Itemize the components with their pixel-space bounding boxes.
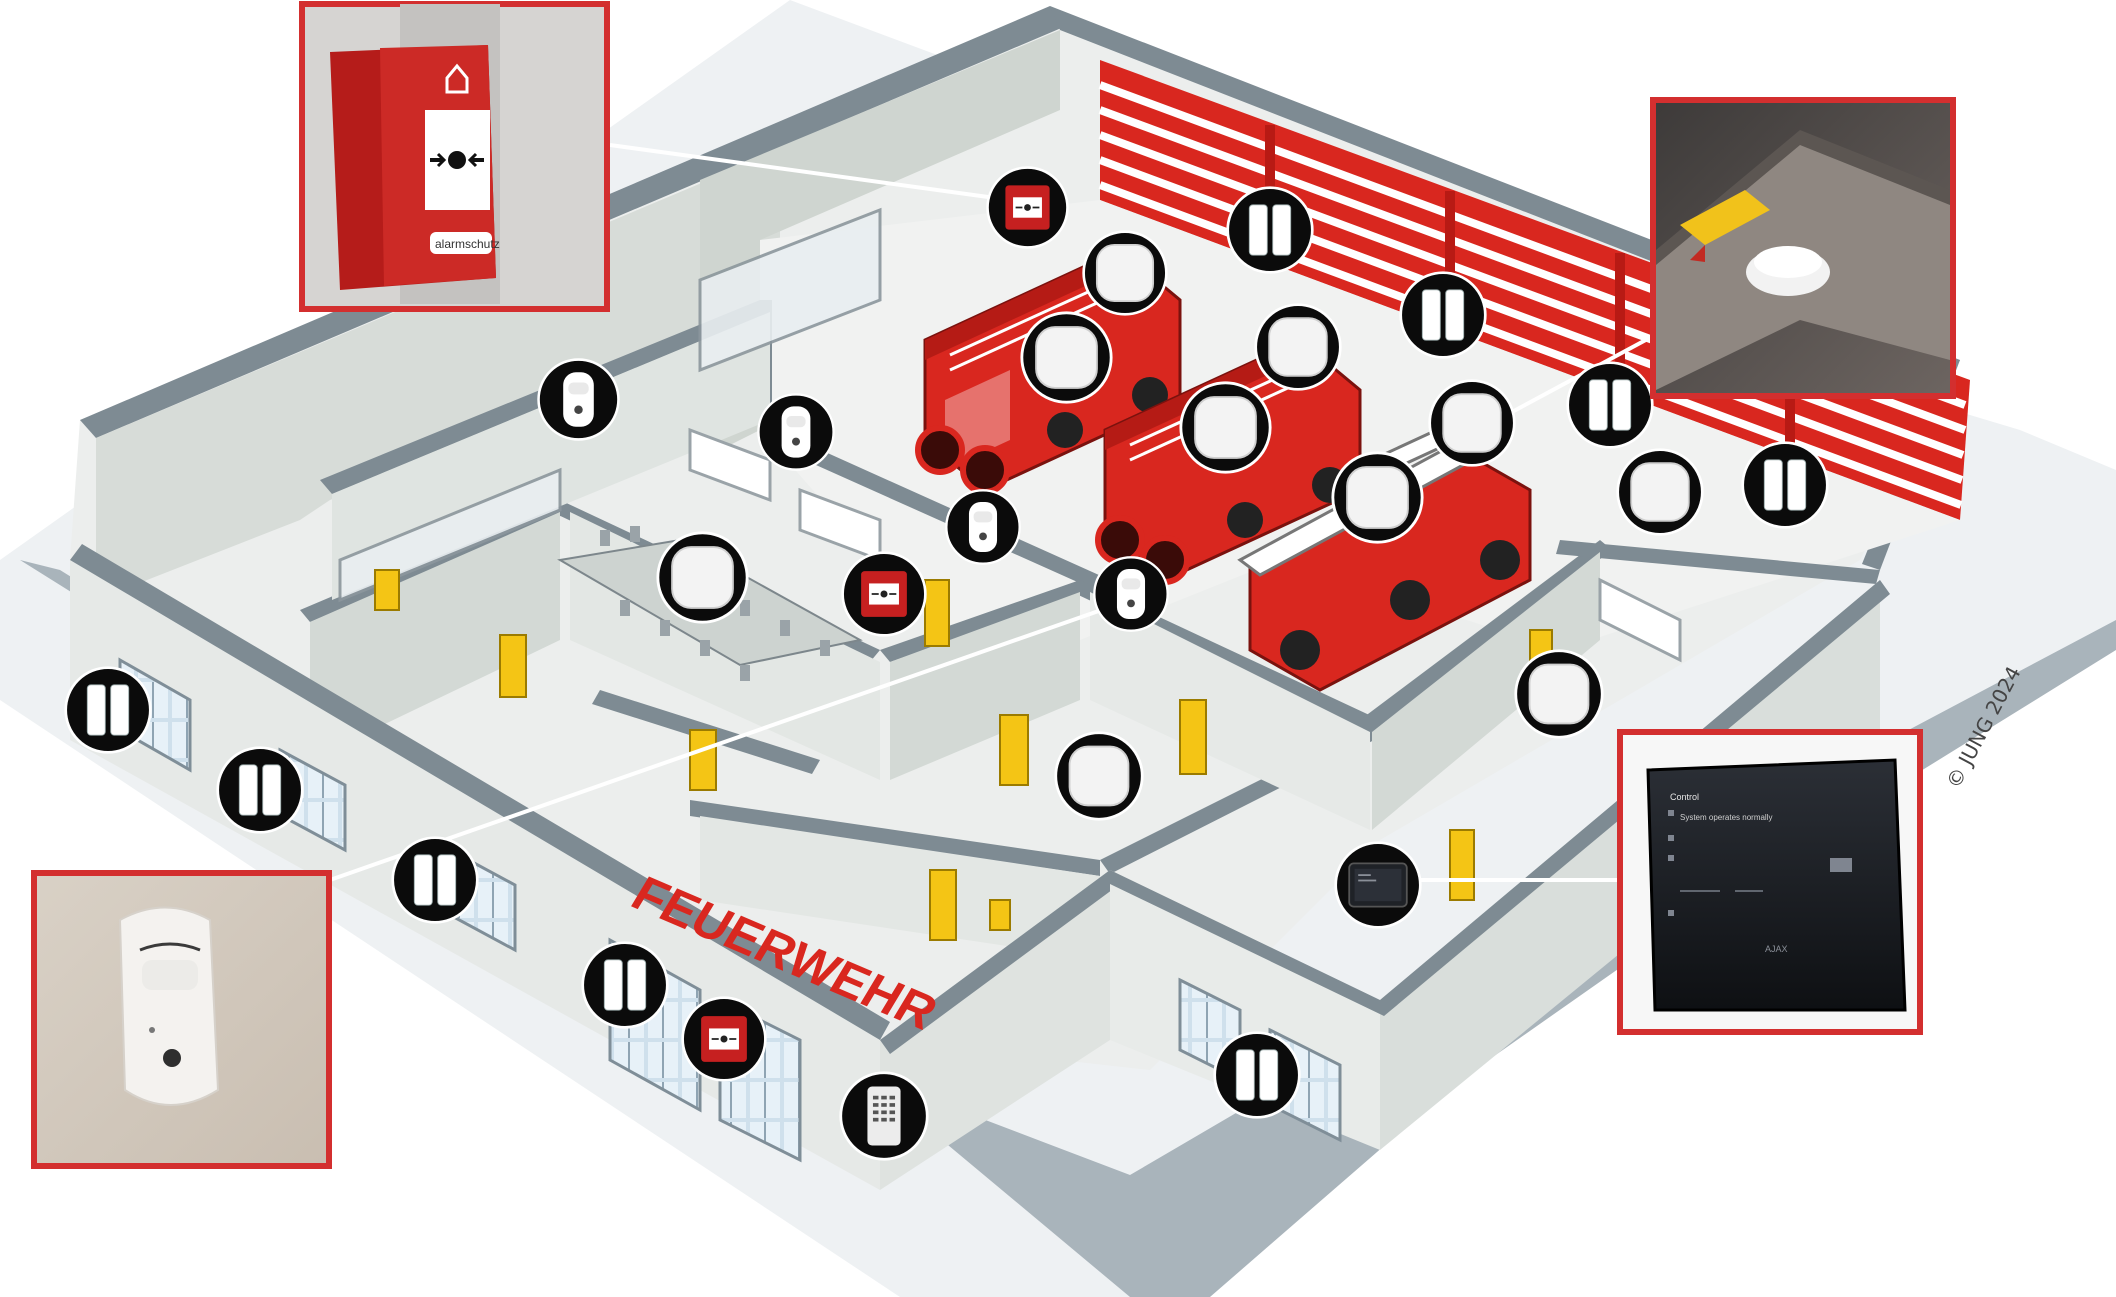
door-contact-icon	[581, 941, 669, 1029]
yellow-doors	[374, 569, 1553, 941]
callout-hub-tablet-photo: Control System operates normally AJAX	[1617, 729, 1923, 1035]
keypad-icon	[839, 1071, 929, 1161]
motion-detector-icon	[945, 489, 1021, 565]
smoke-detector-icon	[1331, 451, 1424, 544]
smoke-detector-icon	[1179, 381, 1272, 474]
tablet-brand: AJAX	[1765, 944, 1788, 954]
smoke-detector-icon	[1254, 303, 1342, 391]
door-contact-icon	[1226, 186, 1314, 274]
motion-detector-icon	[757, 393, 835, 471]
door-contact-icon	[391, 836, 479, 924]
smoke-detector-icon	[1514, 649, 1604, 739]
tablet-status: System operates normally	[1680, 813, 1772, 822]
smoke-detector-icon	[1616, 448, 1704, 536]
tablet-header: Control	[1670, 792, 1699, 802]
facade-right-cap	[880, 870, 1120, 1054]
callout-call-point-photo: alarmschutz	[299, 1, 610, 312]
door-contact-icon	[1741, 441, 1829, 529]
facade-left-cap	[70, 544, 890, 1040]
call-point-brand: alarmschutz	[435, 237, 500, 251]
door-contact-icon	[64, 666, 152, 754]
manual-call-point-icon	[681, 996, 767, 1082]
manual-call-point-icon	[841, 551, 927, 637]
back-wall-mid	[700, 30, 1060, 460]
smoke-detector-icon	[1082, 230, 1168, 316]
door-contact-icon	[1213, 1031, 1301, 1119]
smoke-detector-icon	[1054, 731, 1144, 821]
glass-partitions	[338, 207, 882, 603]
motion-detector-icon	[1093, 556, 1169, 632]
smoke-detector-icon	[1020, 311, 1113, 404]
manual-call-point-icon	[986, 166, 1069, 249]
callout-smoke-detector-photo	[1650, 97, 1956, 399]
door-contact-icon	[216, 746, 304, 834]
door-contact-icon	[1399, 271, 1487, 359]
smoke-detector-icon	[656, 531, 749, 624]
whiteboards	[688, 427, 1682, 663]
door-contact-icon	[1566, 361, 1654, 449]
hub-control-panel-icon	[1334, 841, 1422, 929]
smoke-detector-icon	[1428, 379, 1516, 467]
callout-motion-detector-photo	[31, 870, 332, 1169]
facade-right	[880, 870, 1110, 1190]
motion-detector-icon	[537, 358, 620, 441]
